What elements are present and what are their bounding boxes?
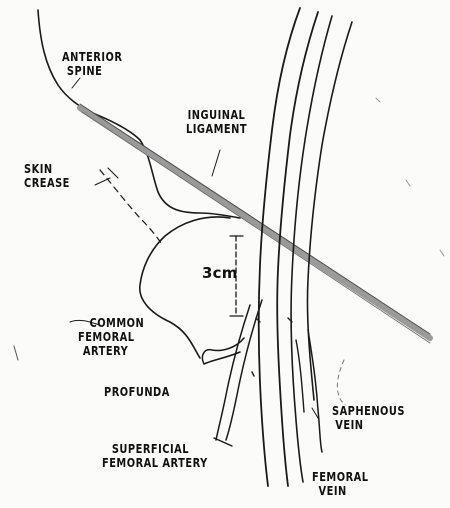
label-anterior-spine: ANTERIOR SPINE (62, 50, 122, 78)
label-common-femoral-artery: COMMON FEMORAL ARTERY (78, 316, 144, 358)
label-profunda: PROFUNDA (104, 385, 170, 399)
label-femoral-vein: FEMORAL VEIN (312, 470, 369, 498)
thigh-outline (140, 217, 230, 358)
label-distance: 3cm (202, 266, 238, 280)
inguinal-ligament (80, 108, 430, 338)
label-skin-crease: SKIN CREASE (24, 162, 70, 190)
label-superficial-femoral-artery: SUPERFICIAL FEMORAL ARTERY (102, 442, 208, 470)
profunda-vessel (202, 338, 244, 364)
leader-inguinal-ligament (212, 150, 220, 176)
leader-saphenous (312, 408, 318, 418)
skin-crease-line (100, 170, 163, 246)
label-inguinal-ligament: INGUINAL LIGAMENT (186, 108, 247, 136)
label-saphenous-vein: SAPHENOUS VEIN (332, 404, 405, 432)
leader-skin-crease (95, 178, 110, 185)
leader-anterior-spine (72, 78, 80, 88)
saphenous-vein-vessel (308, 330, 322, 452)
